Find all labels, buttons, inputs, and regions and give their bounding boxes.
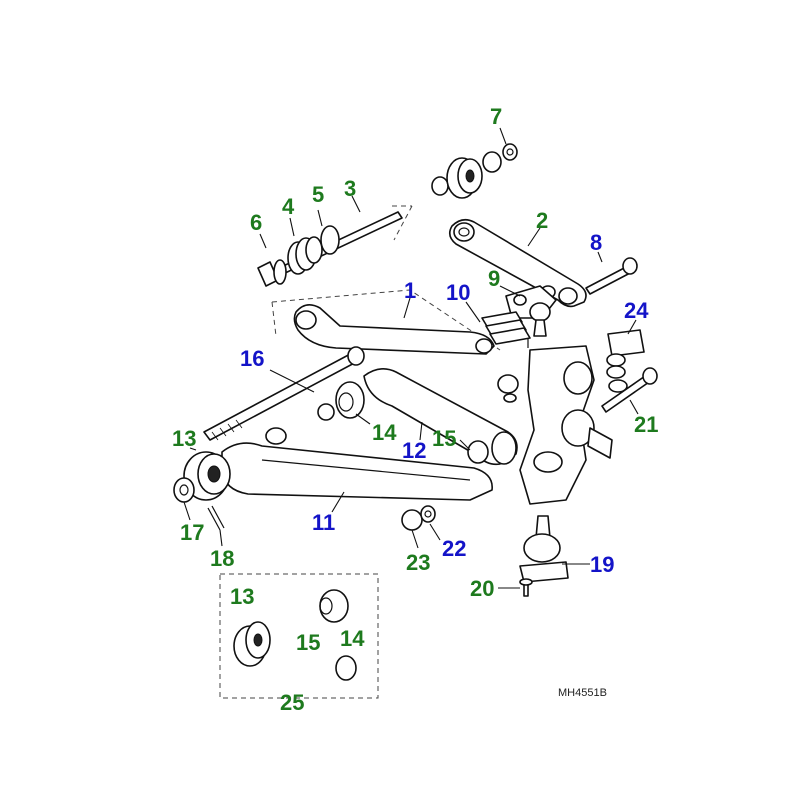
bush-23 [401,509,423,531]
bolt-20 [519,578,533,597]
callout-18: 18 [210,546,234,571]
mount-stack-7 [431,143,518,199]
callout-labels: 1 2 3 4 5 6 7 8 9 10 11 12 13 13 14 14 1… [172,104,658,715]
callout-17: 17 [180,520,204,545]
lower-arm-12 [317,368,518,466]
upper-control-arm-1 [271,289,501,355]
callout-15: 15 [432,426,456,451]
callout-15-kit: 15 [296,630,320,655]
callout-13: 13 [172,426,196,451]
callout-19: 19 [590,552,614,577]
callout-9: 9 [488,266,500,291]
callout-7: 7 [490,104,502,129]
hub-knuckle [497,345,613,505]
callout-25: 25 [280,690,304,715]
bolt-21 [601,367,658,413]
callout-11: 11 [312,510,335,535]
lower-arm-11 [183,427,493,501]
bush-kit-box-25 [219,573,379,699]
drawing-code: MH4551B [558,687,607,699]
washer-22 [420,505,436,523]
split-pin-18 [207,505,225,531]
callout-21: 21 [634,412,658,437]
callout-10: 10 [446,280,470,305]
callout-22: 22 [442,536,466,561]
through-bolt-16 [203,346,365,441]
callout-5: 5 [312,182,324,207]
callout-20: 20 [470,576,494,601]
callout-16: 16 [240,346,264,371]
ball-joint-19 [519,515,569,583]
callout-24: 24 [624,298,649,323]
leader-lines [183,127,639,589]
callout-4: 4 [282,194,295,219]
callout-2: 2 [536,208,548,233]
clamp-24 [606,329,645,393]
ball-joint-bracket-9 [505,285,557,348]
callout-6: 6 [250,210,262,235]
pivot-bolt-3 [257,205,413,287]
nut-17 [173,477,195,503]
callout-14-kit: 14 [340,626,365,651]
shims-10 [481,311,531,345]
callout-14: 14 [372,420,397,445]
callout-12: 12 [402,438,426,463]
callout-8: 8 [590,230,602,255]
callout-3: 3 [344,176,356,201]
callout-1: 1 [404,278,416,303]
callout-13-kit: 13 [230,584,254,609]
callout-23: 23 [406,550,430,575]
